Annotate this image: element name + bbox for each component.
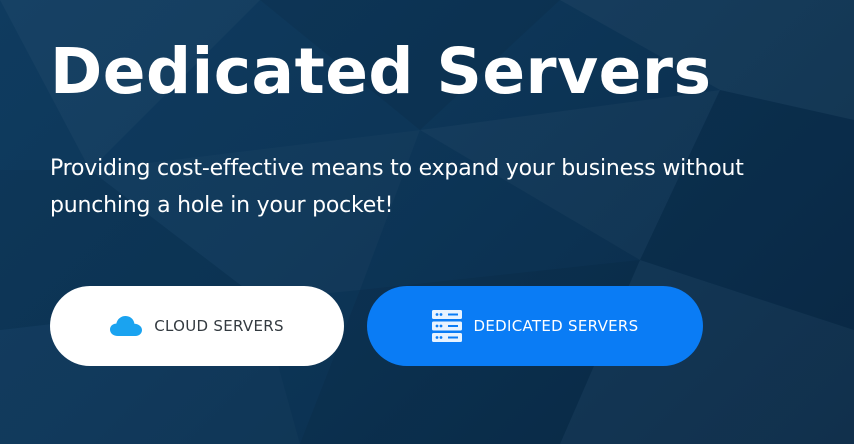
dedicated-servers-button[interactable]: DEDICATED SERVERS xyxy=(367,286,703,366)
page-title: Dedicated Servers xyxy=(50,35,712,108)
cloud-servers-label: CLOUD SERVERS xyxy=(154,317,284,335)
cloud-icon xyxy=(110,315,143,337)
dedicated-servers-label: DEDICATED SERVERS xyxy=(473,317,639,335)
server-rack-icon xyxy=(431,310,462,342)
cloud-servers-button[interactable]: CLOUD SERVERS xyxy=(50,286,344,366)
hero-subtitle: Providing cost-effective means to expand… xyxy=(50,156,744,218)
